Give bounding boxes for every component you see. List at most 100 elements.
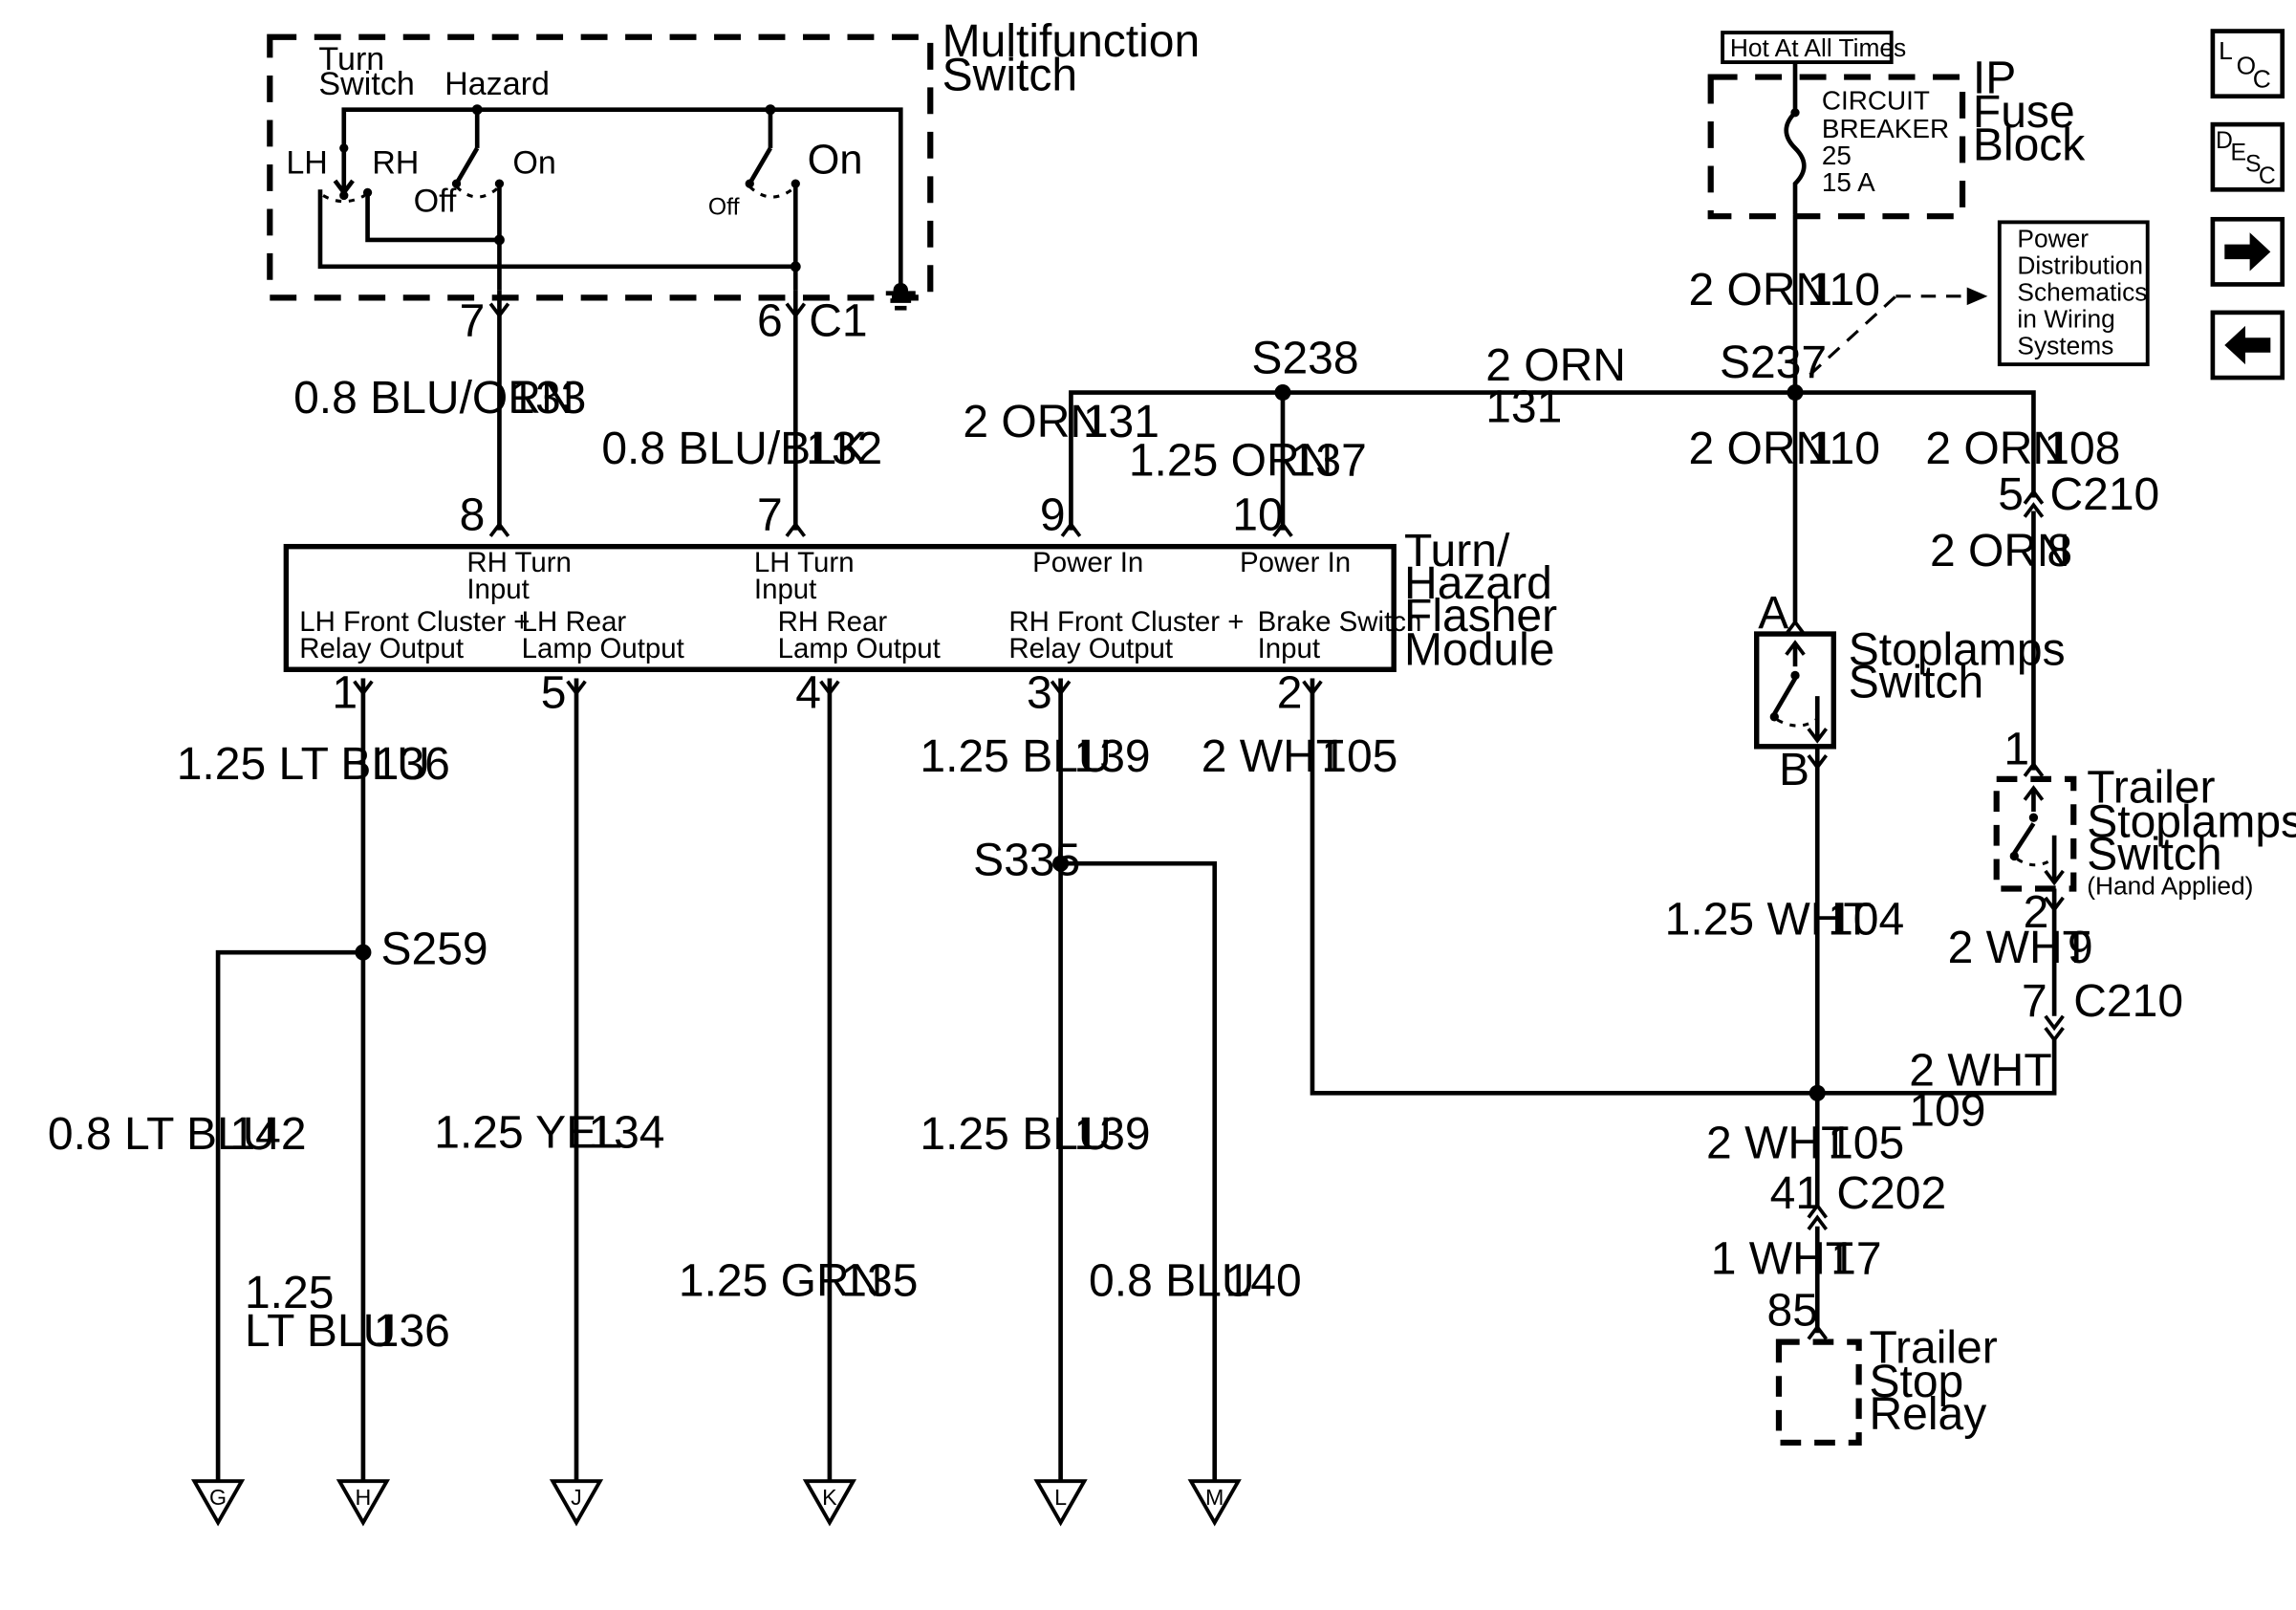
ip-fuse-block-title-3: Block [1973, 120, 2086, 170]
wire-110-color: 2 ORN [1688, 265, 1829, 315]
wire-131b-color: 2 ORN [1485, 340, 1626, 391]
wire-109-circuit: 109 [1909, 1085, 1985, 1136]
pin-1: 1 [332, 668, 357, 719]
multifunction-dots [339, 104, 909, 298]
rh-rear-lamp: RH Rear [778, 606, 888, 638]
wire-135-color: 1.25 GRN [679, 1256, 883, 1307]
wire-136b-color: 1.25 [245, 1268, 334, 1318]
trailer-switch-pin-2: 2 [2024, 887, 2049, 938]
offpage-k[interactable]: K [802, 1479, 857, 1527]
next-page-button[interactable] [2210, 216, 2285, 287]
multifunction-switch-title-2: Switch [942, 51, 1077, 101]
turn-switch-label: Turn [318, 41, 384, 77]
wire-17-color: 1 WHT [1711, 1233, 1853, 1284]
power-in-10: Power In [1240, 547, 1351, 578]
wire-132 [785, 290, 807, 537]
brake-switch-input-2: Input [1258, 633, 1320, 664]
wire-139b-color: 1.25 BLU [920, 1109, 1111, 1160]
power-dist-line-4: in Wiring [2017, 304, 2114, 333]
ip-fuse-block-outline [1707, 74, 1966, 220]
splice-s237: S237 [1720, 337, 1827, 388]
svg-text:E: E [2230, 140, 2246, 165]
svg-text:O: O [2237, 51, 2256, 79]
pin-6-top: 6 [757, 296, 783, 347]
offpage-j[interactable]: J [549, 1479, 604, 1527]
splice-s259: S259 [381, 925, 488, 975]
lh-front-cluster-2: Relay Output [299, 633, 464, 664]
offpage-g[interactable]: G [190, 1479, 246, 1527]
power-in-9: Power In [1032, 547, 1143, 578]
wire-134-color: 1.25 YEL [434, 1108, 622, 1159]
breaker-label-2: BREAKER [1822, 114, 1949, 143]
wire-9-circuit: 9 [2068, 923, 2093, 973]
lh-rear-lamp: LH Rear [522, 606, 627, 638]
rh-front-cluster: RH Front Cluster + [1008, 606, 1244, 638]
trailer-stop-relay-title-2: Stop [1869, 1357, 1963, 1407]
wire-105-circuit: 105 [1321, 731, 1397, 782]
flasher-module-box [283, 543, 1397, 672]
wire-142-color: 0.8 LT BLU [48, 1109, 275, 1160]
trailer-switch-title-3: Switch [2087, 829, 2221, 880]
pin-5: 5 [541, 668, 567, 719]
wire-131b-circuit: 131 [1485, 382, 1562, 433]
arrow-left-icon [2224, 325, 2271, 365]
wire-136b-circuit: 136 [374, 1306, 450, 1357]
multifunction-internal-wiring [317, 107, 916, 311]
wire-108-circuit: 108 [2044, 424, 2120, 474]
turn-on-label: On [808, 137, 863, 183]
svg-text:S: S [2245, 152, 2262, 178]
breaker-label-4: 15 A [1822, 167, 1875, 197]
ip-fuse-block-title: IP [1973, 54, 2016, 104]
multifunction-switch: Multifunction Switch Turn Switch Hazard … [267, 16, 1200, 311]
offpage-connectors: G H J K L M [190, 1479, 1242, 1527]
brake-switch-input: Brake Switch [1258, 606, 1422, 638]
splice-s238-dot [1274, 384, 1291, 402]
desc-button[interactable]: D E S C [2210, 121, 2285, 192]
c202-pin-41: 41 [1770, 1168, 1821, 1219]
turn-off-label: Off [708, 195, 740, 221]
rh-turn-input: RH Turn [466, 547, 572, 578]
hazard-on-label: On [512, 144, 555, 181]
stoplamps-switch-box [1754, 631, 1836, 750]
lh-label: LH [286, 144, 328, 181]
svg-text:C: C [2259, 163, 2276, 189]
pin-9: 9 [1040, 490, 1066, 541]
c210-pin-7: 7 [2022, 976, 2047, 1027]
power-distribution-reference[interactable]: Power Distribution Schematics in Wiring … [1997, 220, 2150, 367]
wire-110b-circuit: 110 [1807, 424, 1880, 474]
svg-text:C: C [2253, 64, 2271, 93]
splice-s335: S335 [973, 836, 1080, 886]
wire-133 [488, 290, 510, 537]
wire-140-circuit: 140 [1225, 1256, 1302, 1307]
wire-110b-color: 2 ORN [1688, 424, 1829, 474]
stoplamps-switch-title: Stoplamps [1849, 625, 2066, 676]
pin-10: 10 [1232, 490, 1283, 541]
lh-rear-lamp-2: Lamp Output [522, 633, 684, 664]
wire-105b-circuit: 105 [1828, 1118, 1904, 1168]
lh-front-cluster: LH Front Cluster + [299, 606, 530, 638]
pin-8: 8 [460, 490, 486, 541]
power-feed-wires [1060, 214, 2045, 771]
prev-page-button[interactable] [2210, 310, 2285, 381]
multifunction-switch-outline [267, 33, 934, 301]
flasher-title-2: Hazard [1404, 558, 1552, 609]
loc-button[interactable]: L O C [2210, 29, 2285, 99]
svg-text:H: H [356, 1485, 372, 1510]
trailer-switch-pin-1: 1 [2004, 724, 2029, 774]
wire-134-circuit: 134 [588, 1108, 664, 1159]
wire-133-circuit: 133 [509, 373, 586, 424]
rh-front-cluster-2: Relay Output [1008, 633, 1173, 664]
hazard-label: Hazard [444, 66, 550, 102]
stoplamps-switch: A B Stoplamps Switch [1754, 588, 2066, 1094]
wire-104-color: 1.25 WHT [1665, 895, 1872, 946]
wire-139-color: 1.25 BLU [920, 731, 1111, 782]
svg-text:D: D [2216, 128, 2233, 154]
hot-at-all-times-label: Hot At All Times [1730, 33, 1906, 62]
wire-140-color: 0.8 BLU [1089, 1256, 1255, 1307]
wire-135-circuit: 135 [841, 1256, 918, 1307]
wire-109-color: 2 WHT [1909, 1046, 2051, 1097]
ip-fuse-block-title-2: Fuse [1973, 87, 2075, 138]
offpage-m[interactable]: M [1187, 1479, 1242, 1527]
offpage-l[interactable]: L [1033, 1479, 1088, 1527]
offpage-h[interactable]: H [336, 1479, 391, 1527]
